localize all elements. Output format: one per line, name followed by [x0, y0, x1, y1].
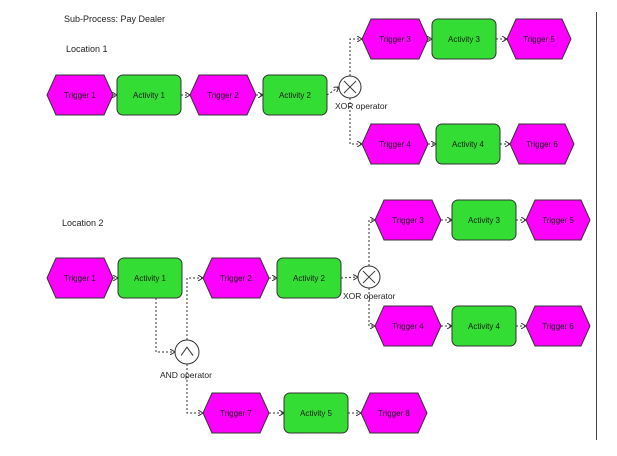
l2-edge-a1-and: [155, 298, 175, 352]
location2-t2-node[interactable]: Trigger 2: [202, 257, 270, 299]
location2-t6-node[interactable]: Trigger 6: [525, 305, 591, 347]
event-shape: [509, 123, 575, 165]
location2-a4-label: Activity 4: [468, 322, 501, 331]
location2-t6-label: Trigger 6: [542, 322, 574, 331]
function-shape: [431, 18, 497, 60]
event-shape: [374, 305, 442, 347]
location1-a4-node[interactable]: Activity 4: [435, 123, 501, 165]
location2-a3-label: Activity 3: [468, 216, 501, 225]
event-shape: [46, 257, 114, 299]
location2-a5-node[interactable]: Activity 5: [283, 392, 349, 434]
event-shape: [361, 123, 429, 165]
location2-a2-node[interactable]: Activity 2: [276, 257, 342, 299]
location2-t5-label: Trigger 5: [542, 216, 574, 225]
l2-edge-xor-t4: [368, 288, 375, 326]
location1-a1-label: Activity 1: [133, 91, 166, 100]
and-icon: [180, 346, 194, 356]
event-shape: [202, 257, 270, 299]
location2-a1-node[interactable]: Activity 1: [117, 257, 183, 299]
location1-t1-label: Trigger 1: [64, 91, 96, 100]
l2-edge-xor-t3: [368, 220, 375, 266]
location1-t2-node[interactable]: Trigger 2: [189, 74, 257, 116]
location2-a4-node[interactable]: Activity 4: [451, 305, 517, 347]
xor-icon: [362, 270, 376, 284]
function-shape: [116, 74, 182, 116]
location2-t3-node[interactable]: Trigger 3: [374, 199, 442, 241]
location2-t8-node[interactable]: Trigger 8: [360, 392, 428, 434]
location2-and-operator[interactable]: AND operator: [160, 339, 212, 380]
location1-a1-node[interactable]: Activity 1: [116, 74, 182, 116]
location1-t3-node[interactable]: Trigger 3: [361, 18, 429, 60]
location2-and-label: AND operator: [160, 370, 212, 380]
location1-t4-node[interactable]: Trigger 4: [361, 123, 429, 165]
location2-t7-label: Trigger 7: [220, 409, 252, 418]
event-shape: [360, 392, 428, 434]
l2-edge-and-t7: [186, 364, 203, 413]
and-circle: [174, 339, 200, 365]
location1-t6-label: Trigger 6: [526, 140, 558, 149]
l2-edge-a2-xor: [340, 277, 358, 278]
location-1-label: Location 1: [66, 44, 108, 54]
function-shape: [276, 257, 342, 299]
l2-edge-and-t2: [186, 278, 203, 340]
location2-t4-node[interactable]: Trigger 4: [374, 305, 442, 347]
location1-a2-label: Activity 2: [279, 91, 312, 100]
location2-t2-label: Trigger 2: [220, 274, 252, 283]
location-2-label: Location 2: [62, 218, 104, 228]
event-shape: [525, 305, 591, 347]
function-shape: [451, 305, 517, 347]
location1-a2-node[interactable]: Activity 2: [262, 74, 328, 116]
event-shape: [189, 74, 257, 116]
location2-t4-label: Trigger 4: [392, 322, 424, 331]
location1-a4-label: Activity 4: [452, 140, 485, 149]
location1-a3-node[interactable]: Activity 3: [431, 18, 497, 60]
function-shape: [435, 123, 501, 165]
xor-icon: [343, 80, 357, 94]
location1-xor-operator[interactable]: XOR operator: [335, 75, 388, 111]
function-shape: [451, 199, 517, 241]
subprocess-title: Sub-Process: Pay Dealer: [64, 14, 166, 24]
location1-t1-node[interactable]: Trigger 1: [46, 74, 114, 116]
location1-t6-node[interactable]: Trigger 6: [509, 123, 575, 165]
event-shape: [506, 18, 572, 60]
location2-xor-label: XOR operator: [343, 291, 396, 301]
function-shape: [117, 257, 183, 299]
location2-t1-label: Trigger 1: [64, 274, 96, 283]
function-shape: [283, 392, 349, 434]
l1-edge-a2-xor: [326, 87, 339, 96]
location2-t5-node[interactable]: Trigger 5: [525, 199, 591, 241]
location1-a3-label: Activity 3: [448, 35, 481, 44]
event-shape: [202, 392, 270, 434]
location2-t8-label: Trigger 8: [378, 409, 410, 418]
location2-a5-label: Activity 5: [300, 409, 333, 418]
location2-a3-node[interactable]: Activity 3: [451, 199, 517, 241]
l1-edge-xor-t3: [349, 39, 362, 76]
location2-t3-label: Trigger 3: [392, 216, 424, 225]
location1-xor-label: XOR operator: [335, 101, 388, 111]
location1-t2-label: Trigger 2: [207, 91, 239, 100]
location2-t1-node[interactable]: Trigger 1: [46, 257, 114, 299]
location1-t5-label: Trigger 5: [523, 35, 555, 44]
location2-a1-label: Activity 1: [134, 274, 167, 283]
event-shape: [361, 18, 429, 60]
location2-xor-operator[interactable]: XOR operator: [343, 265, 396, 301]
event-shape: [525, 199, 591, 241]
location1-t5-node[interactable]: Trigger 5: [506, 18, 572, 60]
location2-a2-label: Activity 2: [293, 274, 326, 283]
function-shape: [262, 74, 328, 116]
location2-t7-node[interactable]: Trigger 7: [202, 392, 270, 434]
event-shape: [374, 199, 442, 241]
location1-t3-label: Trigger 3: [379, 35, 411, 44]
l1-edge-xor-t4: [349, 98, 362, 144]
location1-t4-label: Trigger 4: [379, 140, 411, 149]
event-shape: [46, 74, 114, 116]
page-edge-divider: [596, 12, 597, 440]
